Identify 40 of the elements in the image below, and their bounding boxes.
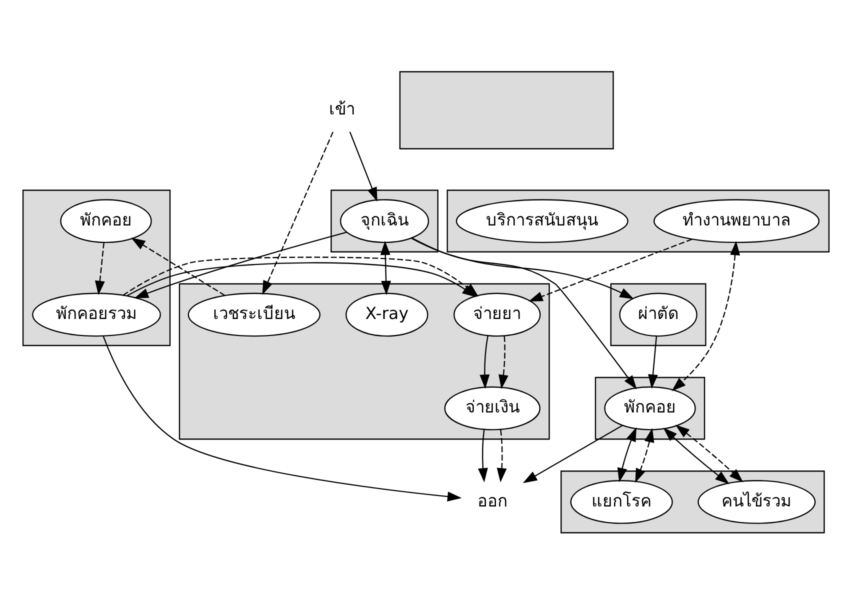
node-ellipse: ทำงานพยาบาล	[653, 198, 820, 242]
arrow	[478, 429, 488, 482]
arrow	[675, 424, 744, 482]
cluster	[446, 189, 830, 252]
node-ellipse: บริการสนับสนุน	[456, 198, 628, 242]
node-ellipse: แยกโรค	[570, 480, 673, 524]
arrow	[672, 240, 740, 391]
node-ellipse: เวชระเบียน	[188, 292, 320, 336]
arrow	[617, 426, 636, 482]
arrow	[522, 424, 623, 483]
arrow	[635, 428, 654, 482]
node-ellipse: ผ่าตัด	[619, 292, 698, 336]
node-ellipse: พักคอยรวม	[32, 292, 161, 336]
arrow	[411, 236, 637, 389]
cluster	[330, 189, 438, 252]
arrow	[262, 131, 334, 294]
arrow	[94, 242, 105, 295]
arrow	[663, 427, 730, 484]
cluster	[610, 282, 706, 346]
node-text: ออก	[477, 490, 508, 510]
arrow	[380, 240, 392, 295]
arrow	[528, 238, 692, 302]
arrow	[498, 336, 508, 389]
arrow	[648, 336, 658, 388]
node-ellipse: พักคอย	[604, 386, 696, 430]
node-box	[399, 70, 614, 149]
cluster	[22, 189, 171, 346]
arrow	[102, 335, 462, 501]
arrow	[134, 231, 348, 298]
arrow	[349, 131, 378, 202]
node-text: เข้า	[328, 99, 355, 118]
node-ellipse: จุกเฉิน	[340, 198, 430, 242]
node-ellipse: จ่ายยา	[454, 292, 541, 336]
arrow	[480, 335, 490, 388]
node-ellipse: พักคอย	[60, 198, 152, 242]
node-ellipse: จ่ายเงิน	[444, 386, 540, 430]
node-ellipse: คนไข้รวม	[698, 480, 816, 524]
arrow	[130, 237, 226, 296]
arrow	[496, 429, 507, 482]
node-ellipse: X-ray	[346, 292, 428, 336]
